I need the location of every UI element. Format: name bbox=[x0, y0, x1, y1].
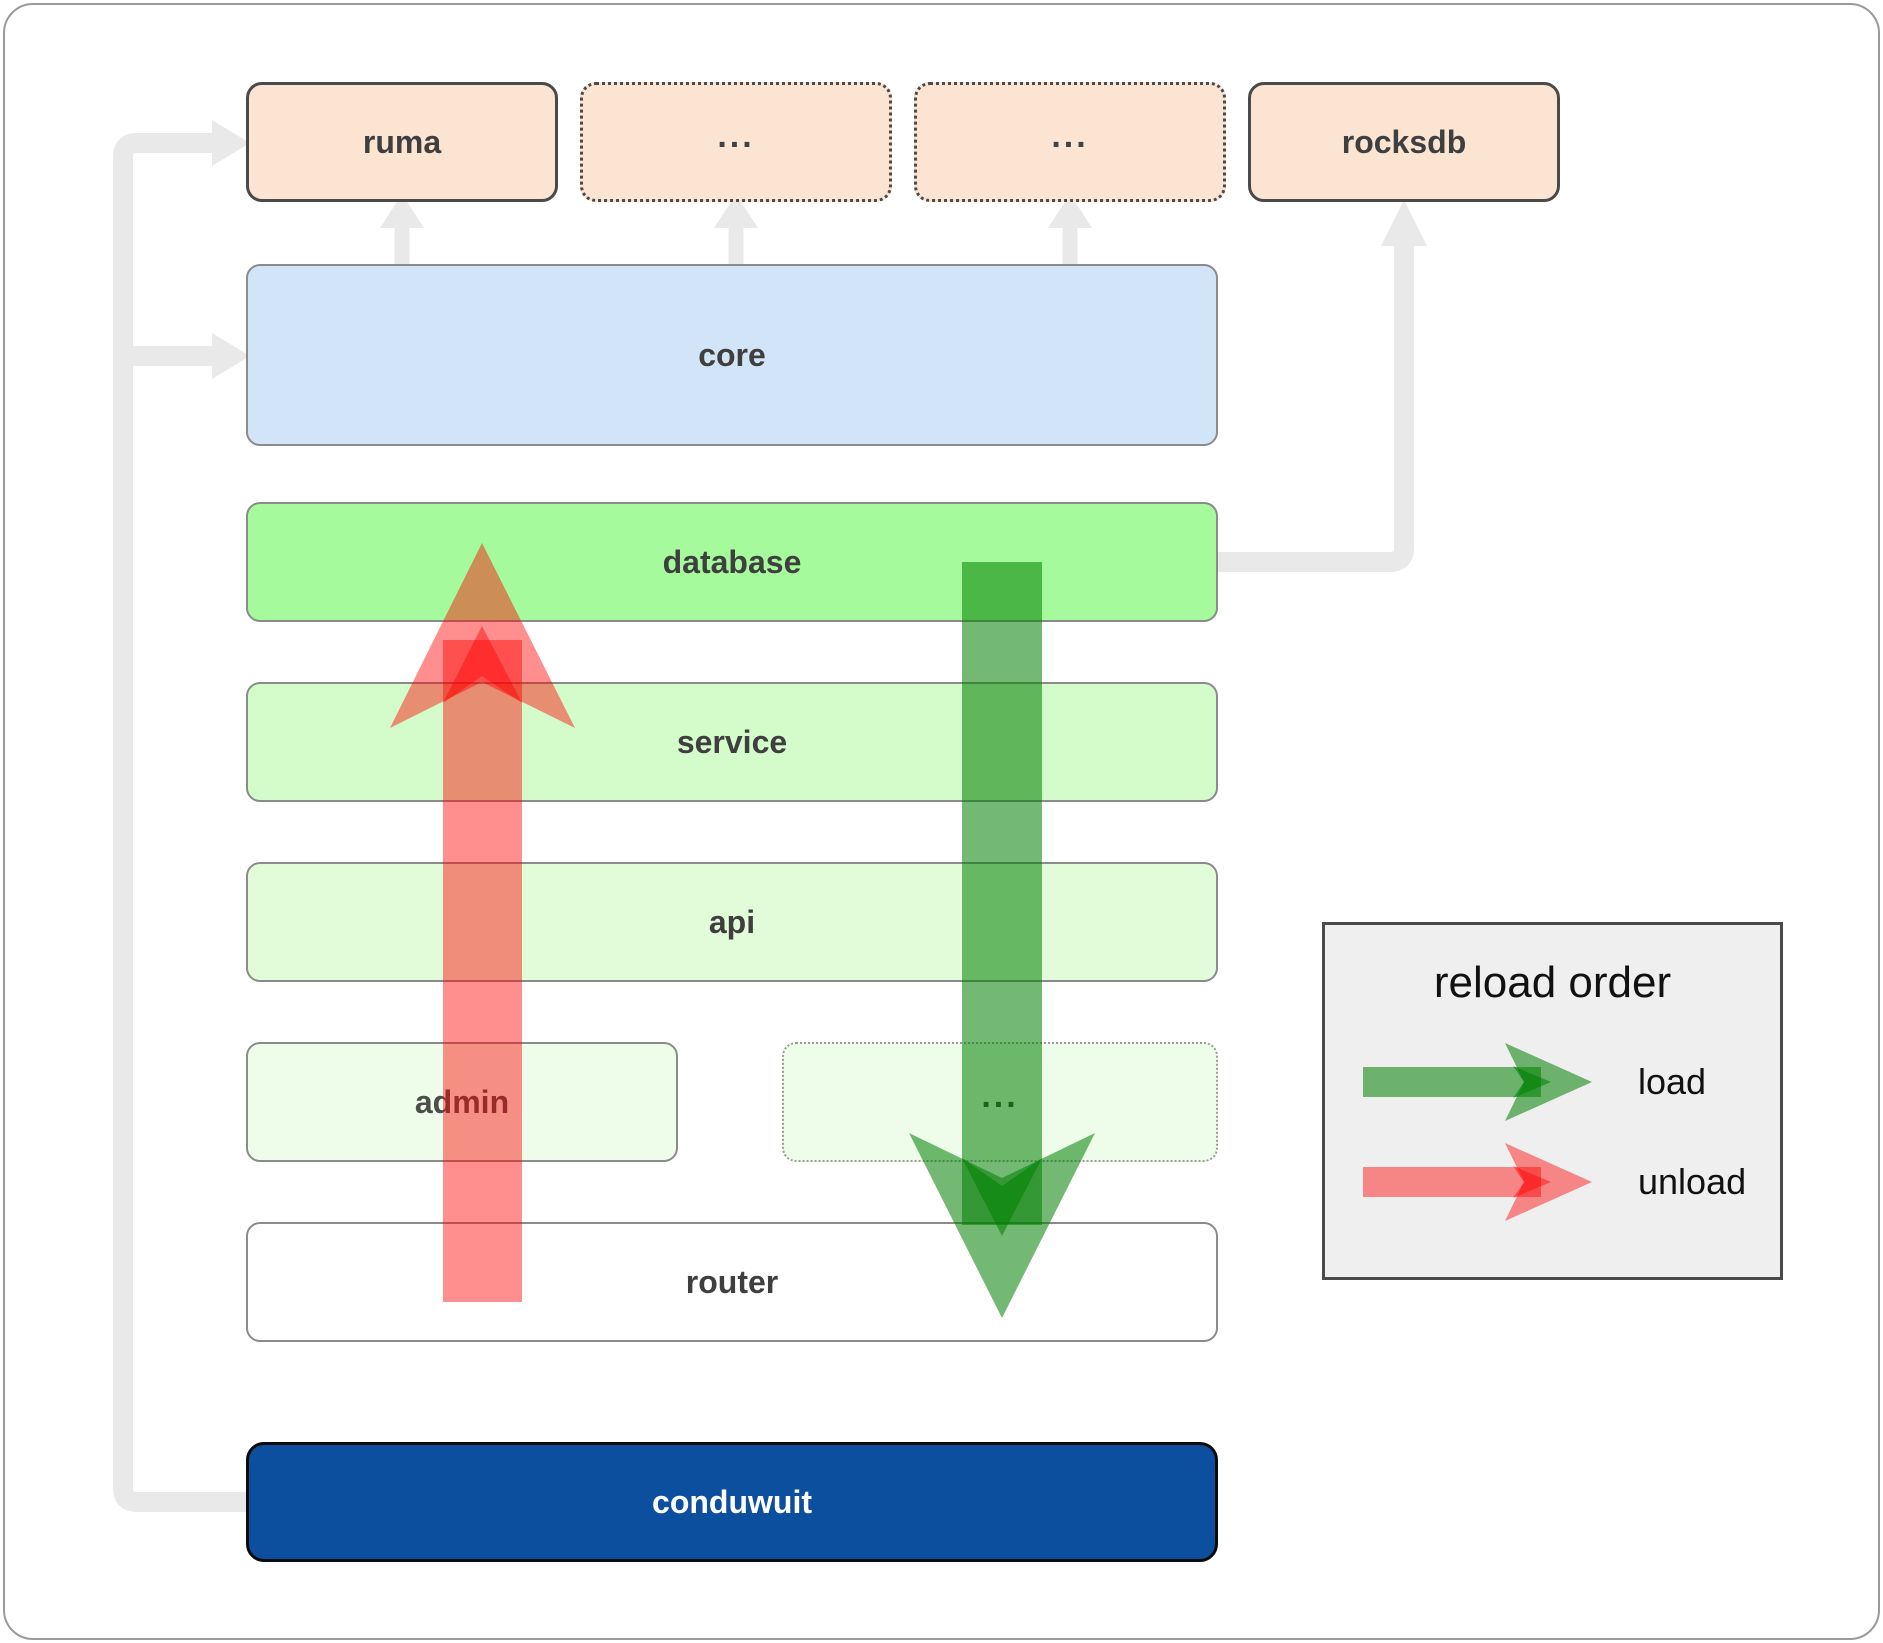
node-api: api bbox=[246, 862, 1218, 982]
node-router: router bbox=[246, 1222, 1218, 1342]
node-label: router bbox=[685, 1263, 779, 1300]
node-label: ... bbox=[717, 116, 755, 155]
node-label: ruma bbox=[362, 123, 442, 160]
node-admin: admin bbox=[246, 1042, 678, 1162]
node-label: core bbox=[698, 336, 766, 373]
legend-title: reload order bbox=[1433, 958, 1672, 1007]
legend-load-label: load bbox=[1638, 1061, 1707, 1102]
node-crates-more-2: ... bbox=[914, 82, 1226, 202]
node-services-more: ... bbox=[782, 1042, 1218, 1162]
node-conduwuit: conduwuit bbox=[246, 1442, 1218, 1562]
node-label: ... bbox=[1051, 116, 1089, 155]
node-label: service bbox=[676, 723, 788, 760]
node-ruma: ruma bbox=[246, 82, 558, 202]
node-crates-more-1: ... bbox=[580, 82, 892, 202]
node-label: conduwuit bbox=[652, 1483, 812, 1520]
node-rocksdb: rocksdb bbox=[1248, 82, 1560, 202]
node-service: service bbox=[246, 682, 1218, 802]
node-label: api bbox=[708, 903, 756, 940]
outer-frame bbox=[3, 3, 1880, 1640]
node-core: core bbox=[246, 264, 1218, 446]
node-label: ... bbox=[981, 1076, 1019, 1115]
node-label: rocksdb bbox=[1341, 123, 1467, 160]
node-database: database bbox=[246, 502, 1218, 622]
legend-unload-label: unload bbox=[1638, 1161, 1747, 1202]
node-label: database bbox=[662, 543, 802, 580]
node-label: admin bbox=[414, 1083, 510, 1120]
